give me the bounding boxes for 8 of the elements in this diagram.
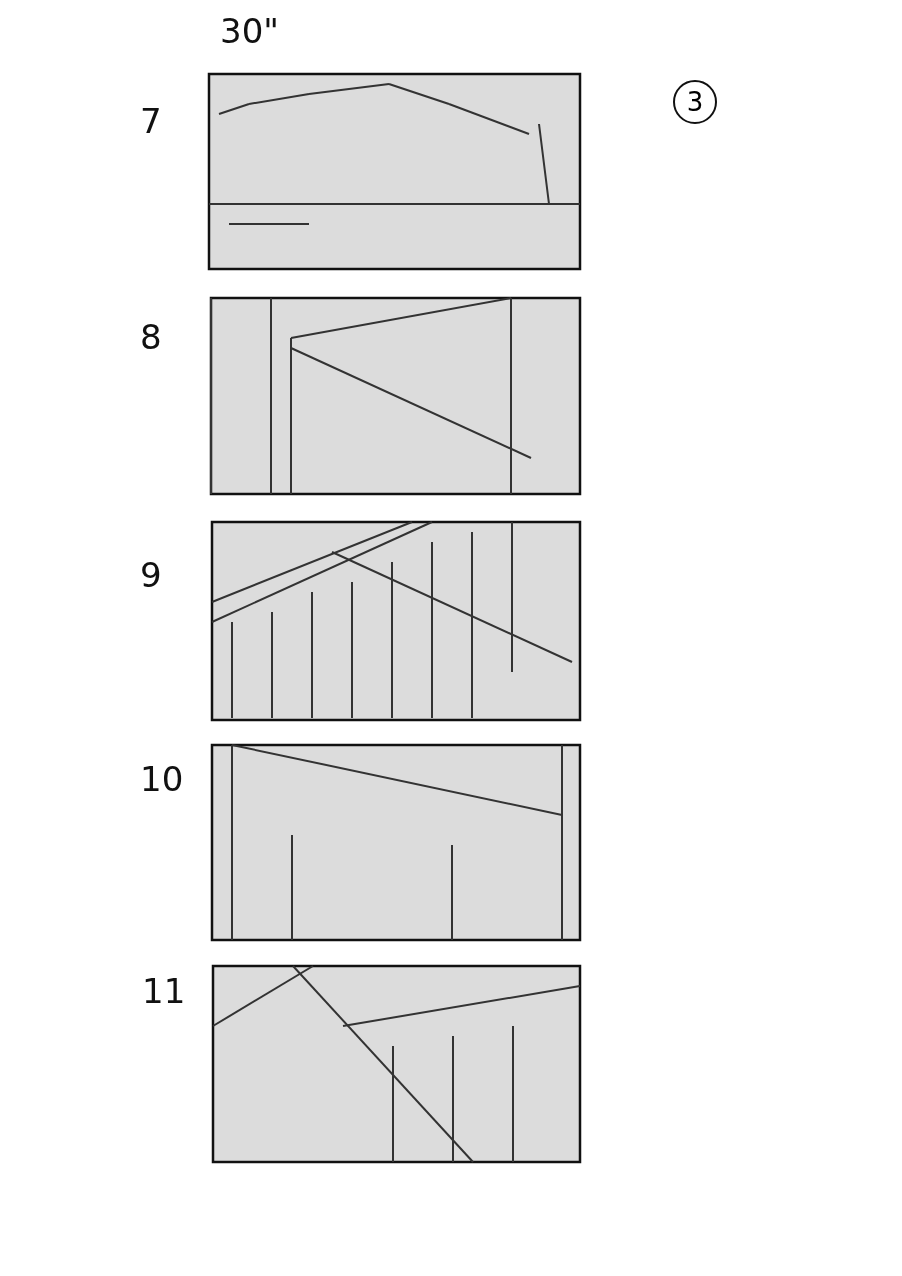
duration-label: 30"	[220, 14, 279, 48]
frame-number: 10	[140, 762, 184, 796]
frame-number: 7	[140, 104, 162, 138]
page-number: 3	[686, 87, 704, 117]
frame-number: 11	[142, 974, 186, 1008]
frame-number: 9	[140, 558, 162, 592]
page-number-circle	[673, 80, 717, 124]
frame-number: 8	[140, 320, 162, 354]
